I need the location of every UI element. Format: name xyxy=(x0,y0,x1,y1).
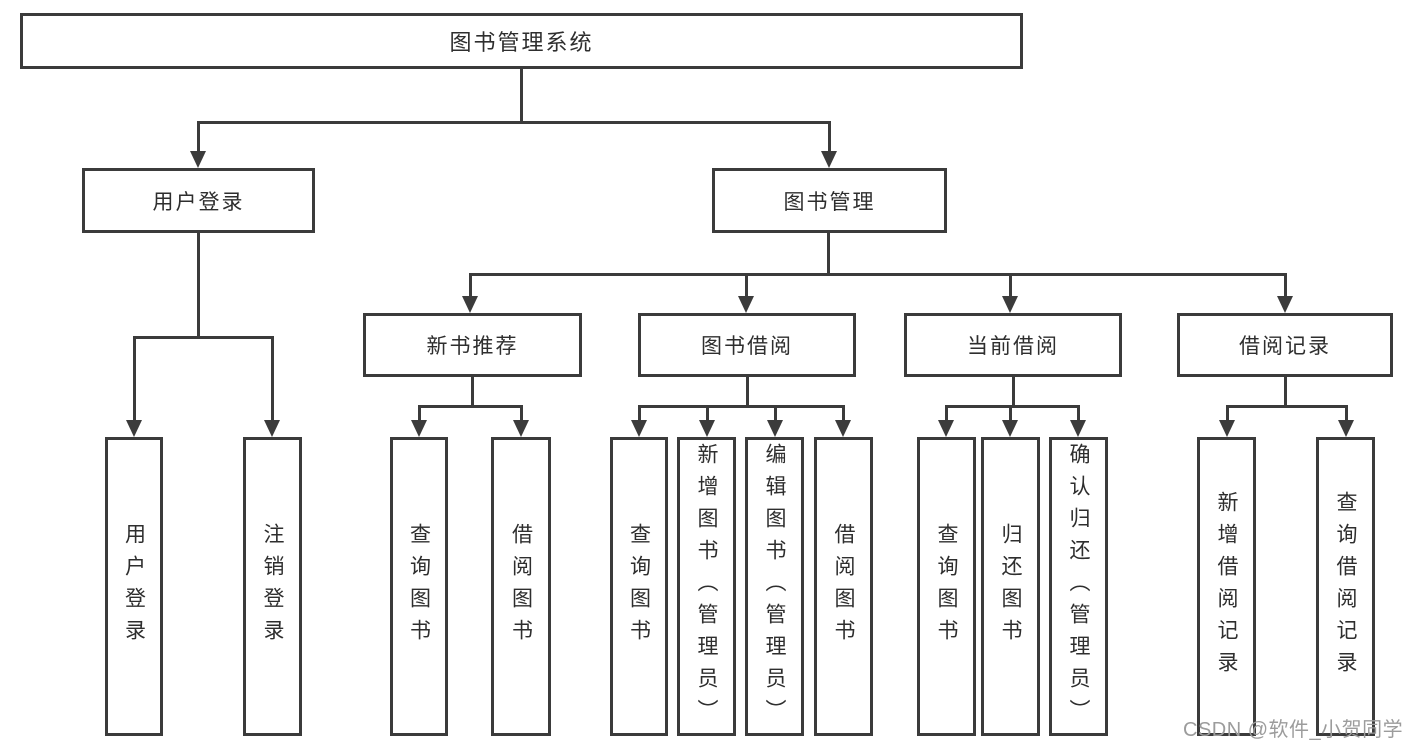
arrow-down-icon xyxy=(1070,420,1086,437)
node-book-borrow: 图书借阅 xyxy=(638,313,856,377)
connector-stem xyxy=(196,233,200,339)
leaf-borrow-books-recommend: 借阅图书 xyxy=(491,437,551,736)
arrow-down-icon xyxy=(264,420,280,437)
leaf-edit-book-admin: 编辑图书（管理员） xyxy=(745,437,804,736)
connector-arrow-stem xyxy=(1008,273,1012,298)
arrow-down-icon xyxy=(835,420,851,437)
connector-stem xyxy=(745,377,749,408)
arrow-down-icon xyxy=(513,420,529,437)
arrow-down-icon xyxy=(938,420,954,437)
arrow-down-icon xyxy=(1277,296,1293,313)
connector-stem xyxy=(470,377,474,408)
arrow-down-icon xyxy=(126,420,142,437)
leaf-user-login: 用户登录 xyxy=(105,437,163,736)
connector-arrow-stem xyxy=(827,121,831,153)
leaf-query-books-current: 查询图书 xyxy=(917,437,976,736)
arrow-down-icon xyxy=(1219,420,1235,437)
connector-branch xyxy=(637,405,845,408)
watermark: CSDN @软件_小贺同学 xyxy=(1183,719,1404,741)
arrow-down-icon xyxy=(462,296,478,313)
connector-arrow-stem xyxy=(637,405,641,422)
connector-arrow-stem xyxy=(1225,405,1229,422)
leaf-query-borrow-record: 查询借阅记录 xyxy=(1316,437,1375,736)
leaf-confirm-return-admin: 确认归还（管理员） xyxy=(1049,437,1108,736)
connector-arrow-stem xyxy=(705,405,709,422)
connector-branch xyxy=(132,336,274,339)
arrow-down-icon xyxy=(411,420,427,437)
arrow-down-icon xyxy=(1002,420,1018,437)
leaf-add-borrow-record: 新增借阅记录 xyxy=(1197,437,1256,736)
arrow-down-icon xyxy=(631,420,647,437)
connector-branch xyxy=(468,273,1287,276)
node-user-login: 用户登录 xyxy=(82,168,315,233)
arrow-down-icon xyxy=(821,151,837,168)
leaf-add-book-admin: 新增图书（管理员） xyxy=(677,437,736,736)
connector-arrow-stem xyxy=(1008,405,1012,422)
node-new-book-recommend: 新书推荐 xyxy=(363,313,582,377)
arrow-down-icon xyxy=(738,296,754,313)
leaf-query-books-borrow: 查询图书 xyxy=(610,437,668,736)
connector-stem xyxy=(1011,377,1015,408)
arrow-down-icon xyxy=(190,151,206,168)
connector-arrow-stem xyxy=(519,405,523,422)
connector-arrow-stem xyxy=(773,405,777,422)
leaf-return-book: 归还图书 xyxy=(981,437,1040,736)
arrow-down-icon xyxy=(767,420,783,437)
connector-stem xyxy=(520,69,523,124)
leaf-logout: 注销登录 xyxy=(243,437,302,736)
node-book-management: 图书管理 xyxy=(712,168,947,233)
connector-arrow-stem xyxy=(132,336,136,422)
connector-arrow-stem xyxy=(196,121,200,153)
connector-branch xyxy=(1225,405,1348,408)
connector-arrow-stem xyxy=(1076,405,1080,422)
connector-arrow-stem xyxy=(270,336,274,422)
connector-arrow-stem xyxy=(1344,405,1348,422)
node-current-borrow: 当前借阅 xyxy=(904,313,1122,377)
connector-branch xyxy=(197,121,831,124)
connector-arrow-stem xyxy=(1283,273,1287,298)
connector-stem xyxy=(1283,377,1287,408)
arrow-down-icon xyxy=(699,420,715,437)
connector-arrow-stem xyxy=(944,405,948,422)
leaf-query-books-recommend: 查询图书 xyxy=(390,437,448,736)
arrow-down-icon xyxy=(1002,296,1018,313)
node-borrow-records: 借阅记录 xyxy=(1177,313,1393,377)
connector-branch xyxy=(944,405,1080,408)
connector-stem xyxy=(826,233,830,276)
connector-arrow-stem xyxy=(417,405,421,422)
node-library-system: 图书管理系统 xyxy=(20,13,1023,69)
arrow-down-icon xyxy=(1338,420,1354,437)
connector-arrow-stem xyxy=(744,273,748,298)
connector-arrow-stem xyxy=(841,405,845,422)
connector-arrow-stem xyxy=(468,273,472,298)
leaf-borrow-books: 借阅图书 xyxy=(814,437,873,736)
connector-branch xyxy=(417,405,523,408)
